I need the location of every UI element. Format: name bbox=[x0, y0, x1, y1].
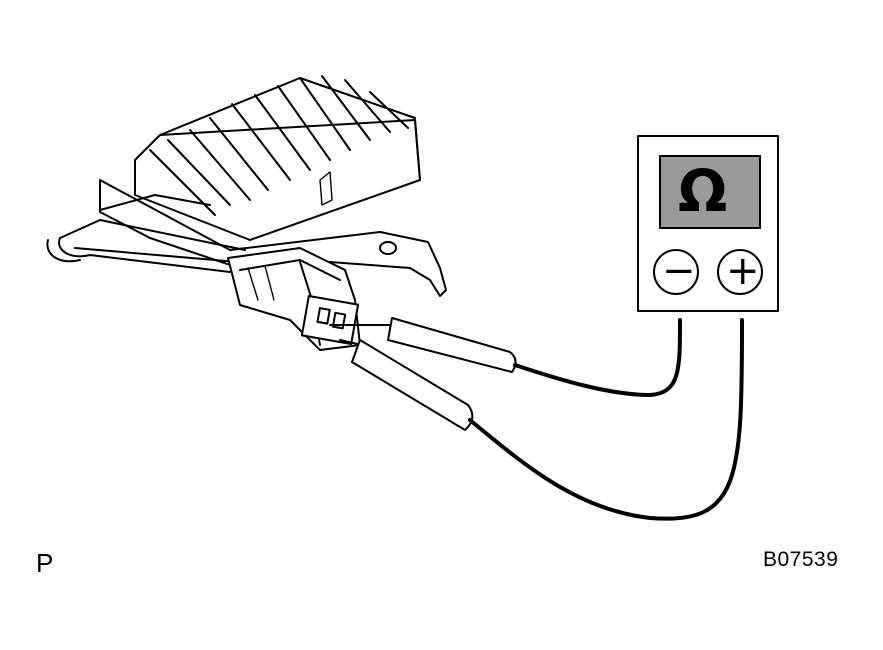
heatsink-fins bbox=[134, 75, 421, 241]
heatsink-module bbox=[99, 75, 447, 297]
positive-symbol: + bbox=[726, 248, 760, 294]
negative-terminal bbox=[653, 249, 699, 295]
bracket-hole bbox=[379, 241, 397, 255]
ohmmeter bbox=[637, 135, 779, 312]
connector-face bbox=[300, 294, 360, 346]
negative-symbol: − bbox=[662, 248, 696, 294]
lead-negative bbox=[513, 318, 682, 397]
figure-code: B07539 bbox=[763, 548, 839, 571]
ohm-symbol: Ω bbox=[678, 157, 728, 225]
figure-label-left: P bbox=[36, 548, 54, 578]
harness-wires bbox=[46, 194, 246, 273]
probe-negative bbox=[329, 317, 517, 373]
positive-terminal bbox=[717, 249, 763, 295]
lead-positive bbox=[468, 318, 744, 521]
